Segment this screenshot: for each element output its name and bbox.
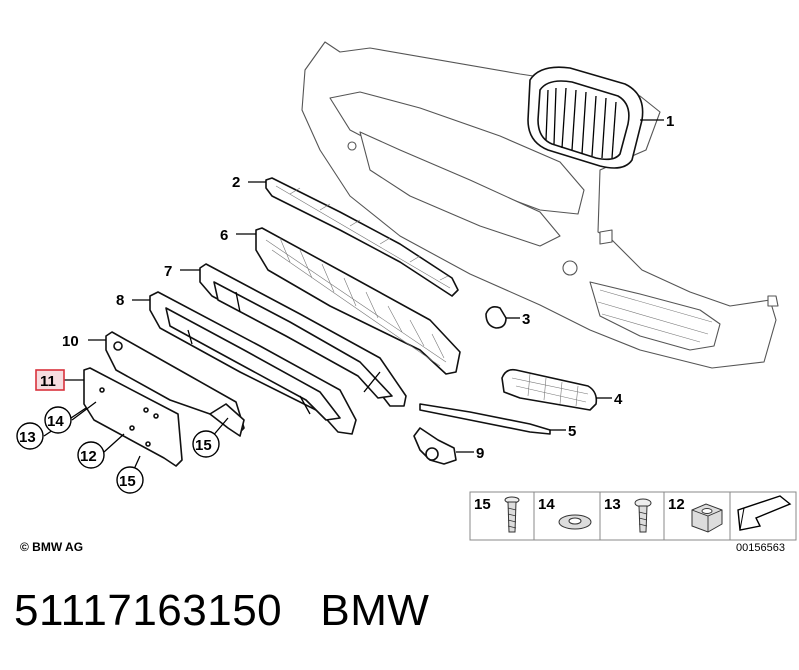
part-number: 51117163150 — [14, 586, 283, 635]
part-lower-trim-frame[interactable] — [132, 291, 357, 435]
legend-item-12[interactable]: 12 — [668, 496, 723, 533]
callout-4[interactable]: 4 — [614, 391, 623, 408]
part-license-plate-bracket[interactable] — [64, 367, 183, 467]
screw-icon — [634, 498, 652, 533]
direction-arrow-icon — [737, 495, 792, 531]
callout-10[interactable]: 10 — [62, 333, 79, 350]
callout-11-highlight — [35, 369, 65, 391]
callout-2[interactable]: 2 — [232, 174, 240, 191]
callout-3[interactable]: 3 — [522, 311, 530, 328]
screw-icon — [504, 496, 520, 533]
parts-diagram: 1 2 6 7 8 10 11 3 4 5 9 13 14 12 15 15 1… — [16, 41, 797, 541]
legend-number-15: 15 — [474, 496, 491, 513]
bumper-body — [301, 41, 779, 369]
callout-13[interactable]: 13 — [19, 429, 36, 446]
footer-caption: 51117163150 BMW — [14, 586, 429, 636]
legend-item-15[interactable]: 15 — [474, 496, 520, 533]
callout-12[interactable]: 12 — [80, 448, 97, 465]
legend-item-14[interactable]: 14 — [538, 496, 592, 530]
callout-14[interactable]: 14 — [47, 413, 64, 430]
callout-5[interactable]: 5 — [568, 423, 576, 440]
legend-number-13: 13 — [604, 496, 621, 513]
part-grille[interactable] — [527, 66, 664, 169]
part-side-grille[interactable] — [501, 368, 612, 411]
callout-6[interactable]: 6 — [220, 227, 228, 244]
callout-9[interactable]: 9 — [476, 445, 484, 462]
legend-item-13[interactable]: 13 — [604, 496, 652, 533]
part-sensor-holder[interactable] — [413, 427, 474, 465]
legend-number-14: 14 — [538, 496, 555, 513]
brand-name: BMW — [320, 586, 430, 635]
part-side-trim-strip[interactable] — [419, 403, 566, 435]
part-upper-trim-strip[interactable] — [248, 177, 459, 297]
diagram-number: 00156563 — [736, 542, 785, 554]
nut-icon — [691, 503, 723, 533]
part-mesh-grille[interactable] — [236, 227, 461, 375]
callout-11[interactable]: 11 — [40, 373, 56, 390]
callout-8[interactable]: 8 — [116, 292, 124, 309]
callout-7[interactable]: 7 — [164, 263, 172, 280]
washer-icon — [558, 514, 592, 530]
callout-15-right[interactable]: 15 — [195, 437, 212, 454]
callout-15-lower[interactable]: 15 — [119, 473, 136, 490]
part-grille-frame[interactable] — [180, 263, 407, 407]
callout-1[interactable]: 1 — [666, 113, 674, 130]
legend-item-arrow — [737, 495, 792, 531]
fastener-legend: 15 14 13 12 — [469, 491, 797, 541]
part-cover-cap[interactable] — [485, 306, 520, 329]
copyright-text: © BMW AG — [20, 540, 84, 554]
legend-number-12: 12 — [668, 496, 685, 513]
callout-numbers: 1 2 6 7 8 10 11 3 4 5 9 13 14 12 15 15 — [16, 113, 674, 494]
